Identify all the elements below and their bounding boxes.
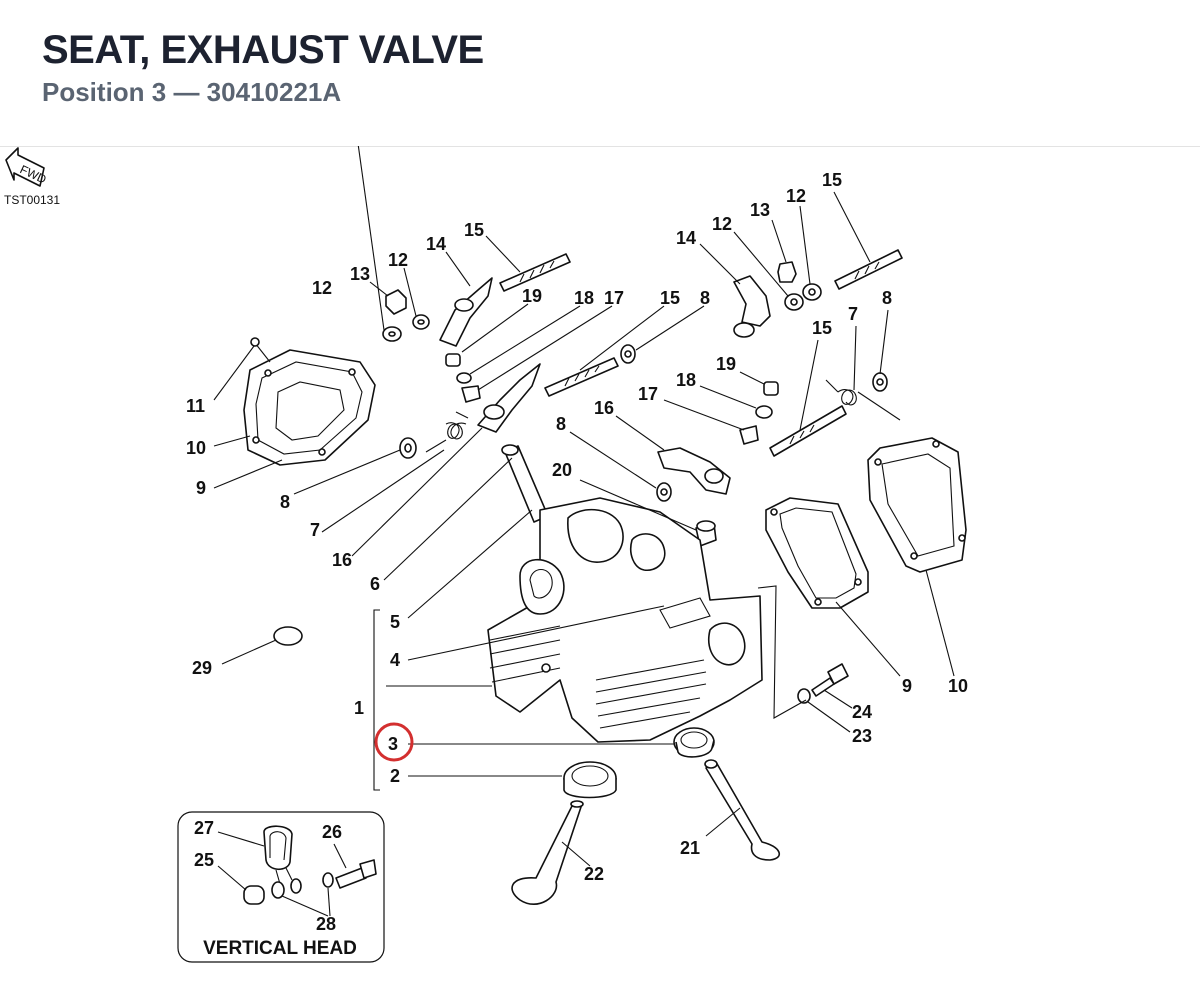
shim-18-left — [456, 372, 472, 384]
exploded-parts-diagram: FWD TST00131 — [4, 146, 968, 963]
callout-26: 26 — [322, 822, 342, 842]
callout-8-mid: 8 — [700, 288, 710, 308]
shim-19-left — [445, 353, 461, 367]
callout-8-lower: 8 — [556, 414, 566, 434]
callout-18-right: 18 — [676, 370, 696, 390]
callout-14-left: 14 — [426, 234, 446, 254]
rocker-arm-left-lower — [477, 363, 541, 433]
callout-16-left: 16 — [332, 550, 352, 570]
callout-12-right-a: 12 — [712, 214, 732, 234]
callout-27: 27 — [194, 818, 214, 838]
leader-lines — [213, 146, 955, 867]
callout-18-left: 18 — [574, 288, 594, 308]
valve-seat-3-exhaust — [673, 727, 715, 758]
callout-19-left: 19 — [522, 286, 542, 306]
callout-8-left: 8 — [280, 492, 290, 512]
valve-21 — [704, 759, 781, 861]
callout-25: 25 — [194, 850, 214, 870]
spacer-25 — [243, 885, 265, 905]
vertical-head-inset: VERTICAL HEAD — [177, 811, 385, 963]
shim-13-right — [777, 261, 797, 283]
callout-labels: 11 10 9 8 7 16 6 5 4 1 3 2 29 12 13 12 1… — [186, 170, 968, 934]
shim-19-right — [763, 381, 779, 396]
valve-cover-right — [867, 437, 967, 573]
callout-9-right: 9 — [902, 676, 912, 696]
callout-23: 23 — [852, 726, 872, 746]
valve-cover-left — [243, 349, 376, 466]
rocker-shaft-lower-right — [769, 405, 847, 457]
callout-13-right: 13 — [750, 200, 770, 220]
callout-3: 3 — [388, 734, 398, 754]
rocker-arm-upper-right — [733, 275, 771, 338]
callout-2: 2 — [390, 766, 400, 786]
callout-7-left: 7 — [310, 520, 320, 540]
callout-24: 24 — [852, 702, 872, 722]
shim-13-left — [385, 289, 407, 315]
cap-17-left — [461, 385, 481, 403]
callout-14-right: 14 — [676, 228, 696, 248]
callout-28: 28 — [316, 914, 336, 934]
rocker-shaft-upper-left — [499, 253, 571, 292]
callout-17-right: 17 — [638, 384, 658, 404]
callout-13-left: 13 — [350, 264, 370, 284]
callout-7-right: 7 — [848, 304, 858, 324]
callout-12-right-b: 12 — [786, 186, 806, 206]
callout-15-right: 15 — [822, 170, 842, 190]
screw-part-11 — [250, 337, 271, 363]
callout-9-left: 9 — [196, 478, 206, 498]
callout-15-lower-right: 15 — [812, 318, 832, 338]
inset-title: VERTICAL HEAD — [203, 938, 357, 959]
callout-21: 21 — [680, 838, 700, 858]
callout-4: 4 — [390, 650, 400, 670]
rocker-shaft-upper-right — [834, 249, 903, 290]
rocker-shaft-mid — [544, 357, 619, 397]
valve-22 — [511, 800, 584, 906]
callout-22: 22 — [584, 864, 604, 884]
return-spring-right — [825, 379, 901, 421]
callout-1: 1 — [354, 698, 364, 718]
callout-6: 6 — [370, 574, 380, 594]
callout-10-left: 10 — [186, 438, 206, 458]
return-spring-left — [425, 411, 469, 453]
callout-15-left: 15 — [464, 220, 484, 240]
callout-29: 29 — [192, 658, 212, 678]
callout-11: 11 — [186, 396, 205, 416]
rocker-arm-upper-left — [439, 277, 493, 347]
page-header: SEAT, EXHAUST VALVE Position 3 — 3041022… — [0, 0, 1200, 147]
callout-12-left-b: 12 — [388, 250, 408, 270]
callout-16-right: 16 — [594, 398, 614, 418]
valve-seat-2 — [563, 761, 617, 799]
cap-17-right — [739, 425, 759, 445]
callout-12-left-a: 12 — [312, 278, 332, 298]
callout-3-highlight-ring — [374, 722, 414, 762]
callout-17-left: 17 — [604, 288, 624, 308]
cylinder-head — [487, 497, 763, 743]
washer-23 — [797, 688, 811, 704]
part-position-subtitle: Position 3 — 30410221A — [42, 77, 342, 107]
callout-15-mid: 15 — [660, 288, 680, 308]
callout-5: 5 — [390, 612, 400, 632]
callout-10-right: 10 — [948, 676, 968, 696]
fwd-arrow-icon: FWD — [5, 147, 49, 187]
plug-29 — [273, 626, 303, 646]
assembly-bracket — [373, 609, 380, 791]
rocker-arm-lower-right — [657, 447, 731, 495]
shim-18-right — [755, 405, 773, 419]
page-title: SEAT, EXHAUST VALVE — [42, 28, 484, 72]
callout-19-right: 19 — [716, 354, 736, 374]
diagram-ref-code: TST00131 — [4, 193, 60, 207]
callout-8-right: 8 — [882, 288, 892, 308]
callout-20: 20 — [552, 460, 572, 480]
retaining-clip-27 — [263, 825, 293, 871]
bolt-24 — [811, 663, 849, 697]
gasket-right — [765, 497, 869, 609]
